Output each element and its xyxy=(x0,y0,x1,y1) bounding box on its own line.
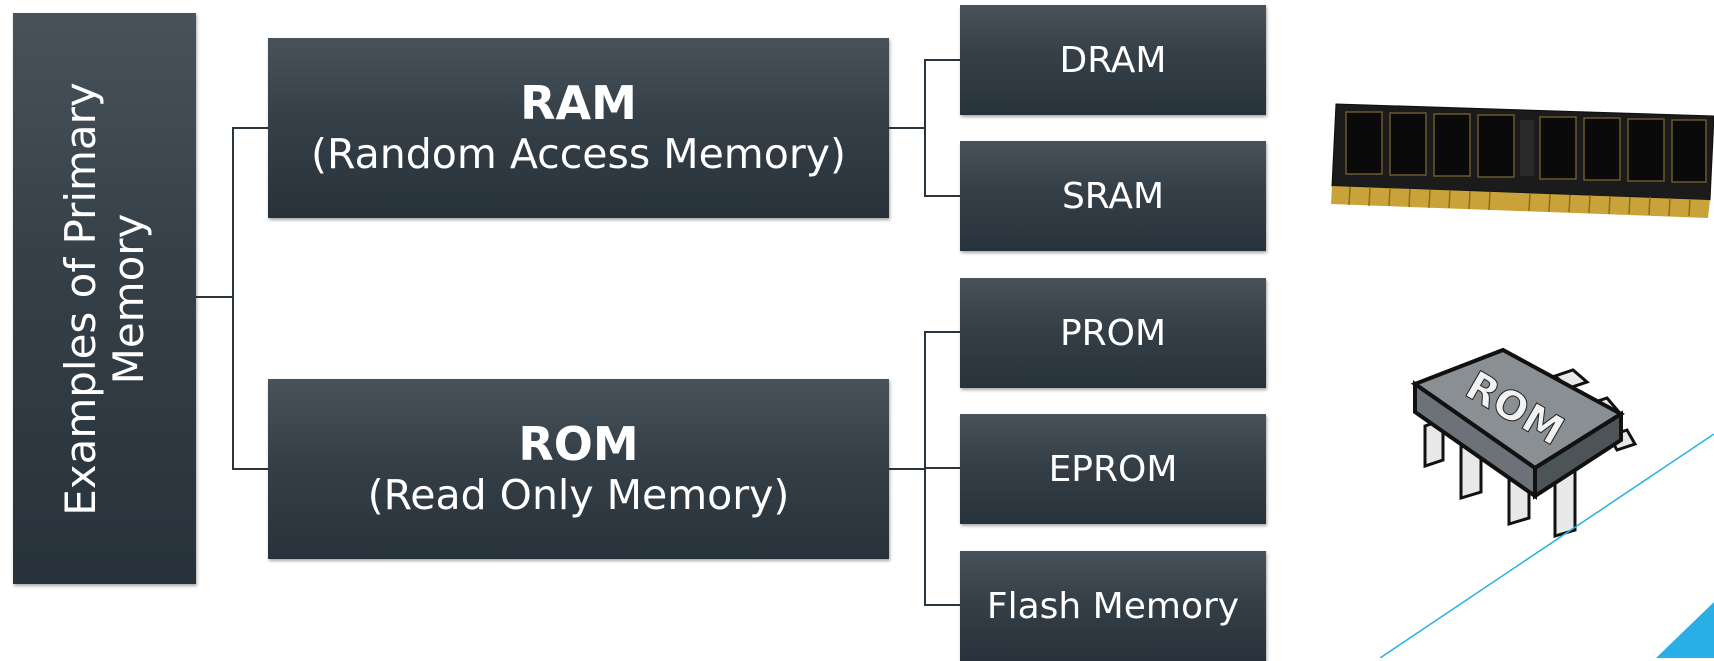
ram-subtitle: (Random Access Memory) xyxy=(311,130,846,178)
rom-node: ROM (Read Only Memory) xyxy=(268,379,889,559)
root-label-line2: Memory xyxy=(103,213,153,384)
connector xyxy=(232,468,268,470)
connector xyxy=(232,127,268,129)
leaf-dram: DRAM xyxy=(960,5,1266,115)
root-label-line1: Examples of Primary xyxy=(55,81,105,516)
root-node-examples-of-primary-memory: Examples of Primary Memory xyxy=(13,13,196,584)
leaf-sram: SRAM xyxy=(960,141,1266,251)
connector xyxy=(889,468,925,470)
rom-chip-image: ROM xyxy=(1410,347,1638,539)
connector xyxy=(924,331,960,333)
connector xyxy=(889,127,925,129)
ram-title: RAM xyxy=(520,76,637,130)
connector xyxy=(196,296,233,298)
connector xyxy=(924,59,926,197)
connector xyxy=(924,195,960,197)
leaf-flash-memory: Flash Memory xyxy=(960,551,1266,661)
ram-node: RAM (Random Access Memory) xyxy=(268,38,889,218)
connector xyxy=(232,127,234,470)
root-label: Examples of Primary Memory xyxy=(55,81,153,516)
decorative-accent-line xyxy=(1380,433,1714,658)
ram-module-image xyxy=(1331,103,1714,218)
rom-subtitle: (Read Only Memory) xyxy=(367,471,790,519)
connector xyxy=(924,604,960,606)
connector xyxy=(924,59,960,61)
leaf-eprom: EPROM xyxy=(960,414,1266,524)
leaf-prom: PROM xyxy=(960,278,1266,388)
connector xyxy=(924,467,960,469)
rom-title: ROM xyxy=(518,417,639,471)
